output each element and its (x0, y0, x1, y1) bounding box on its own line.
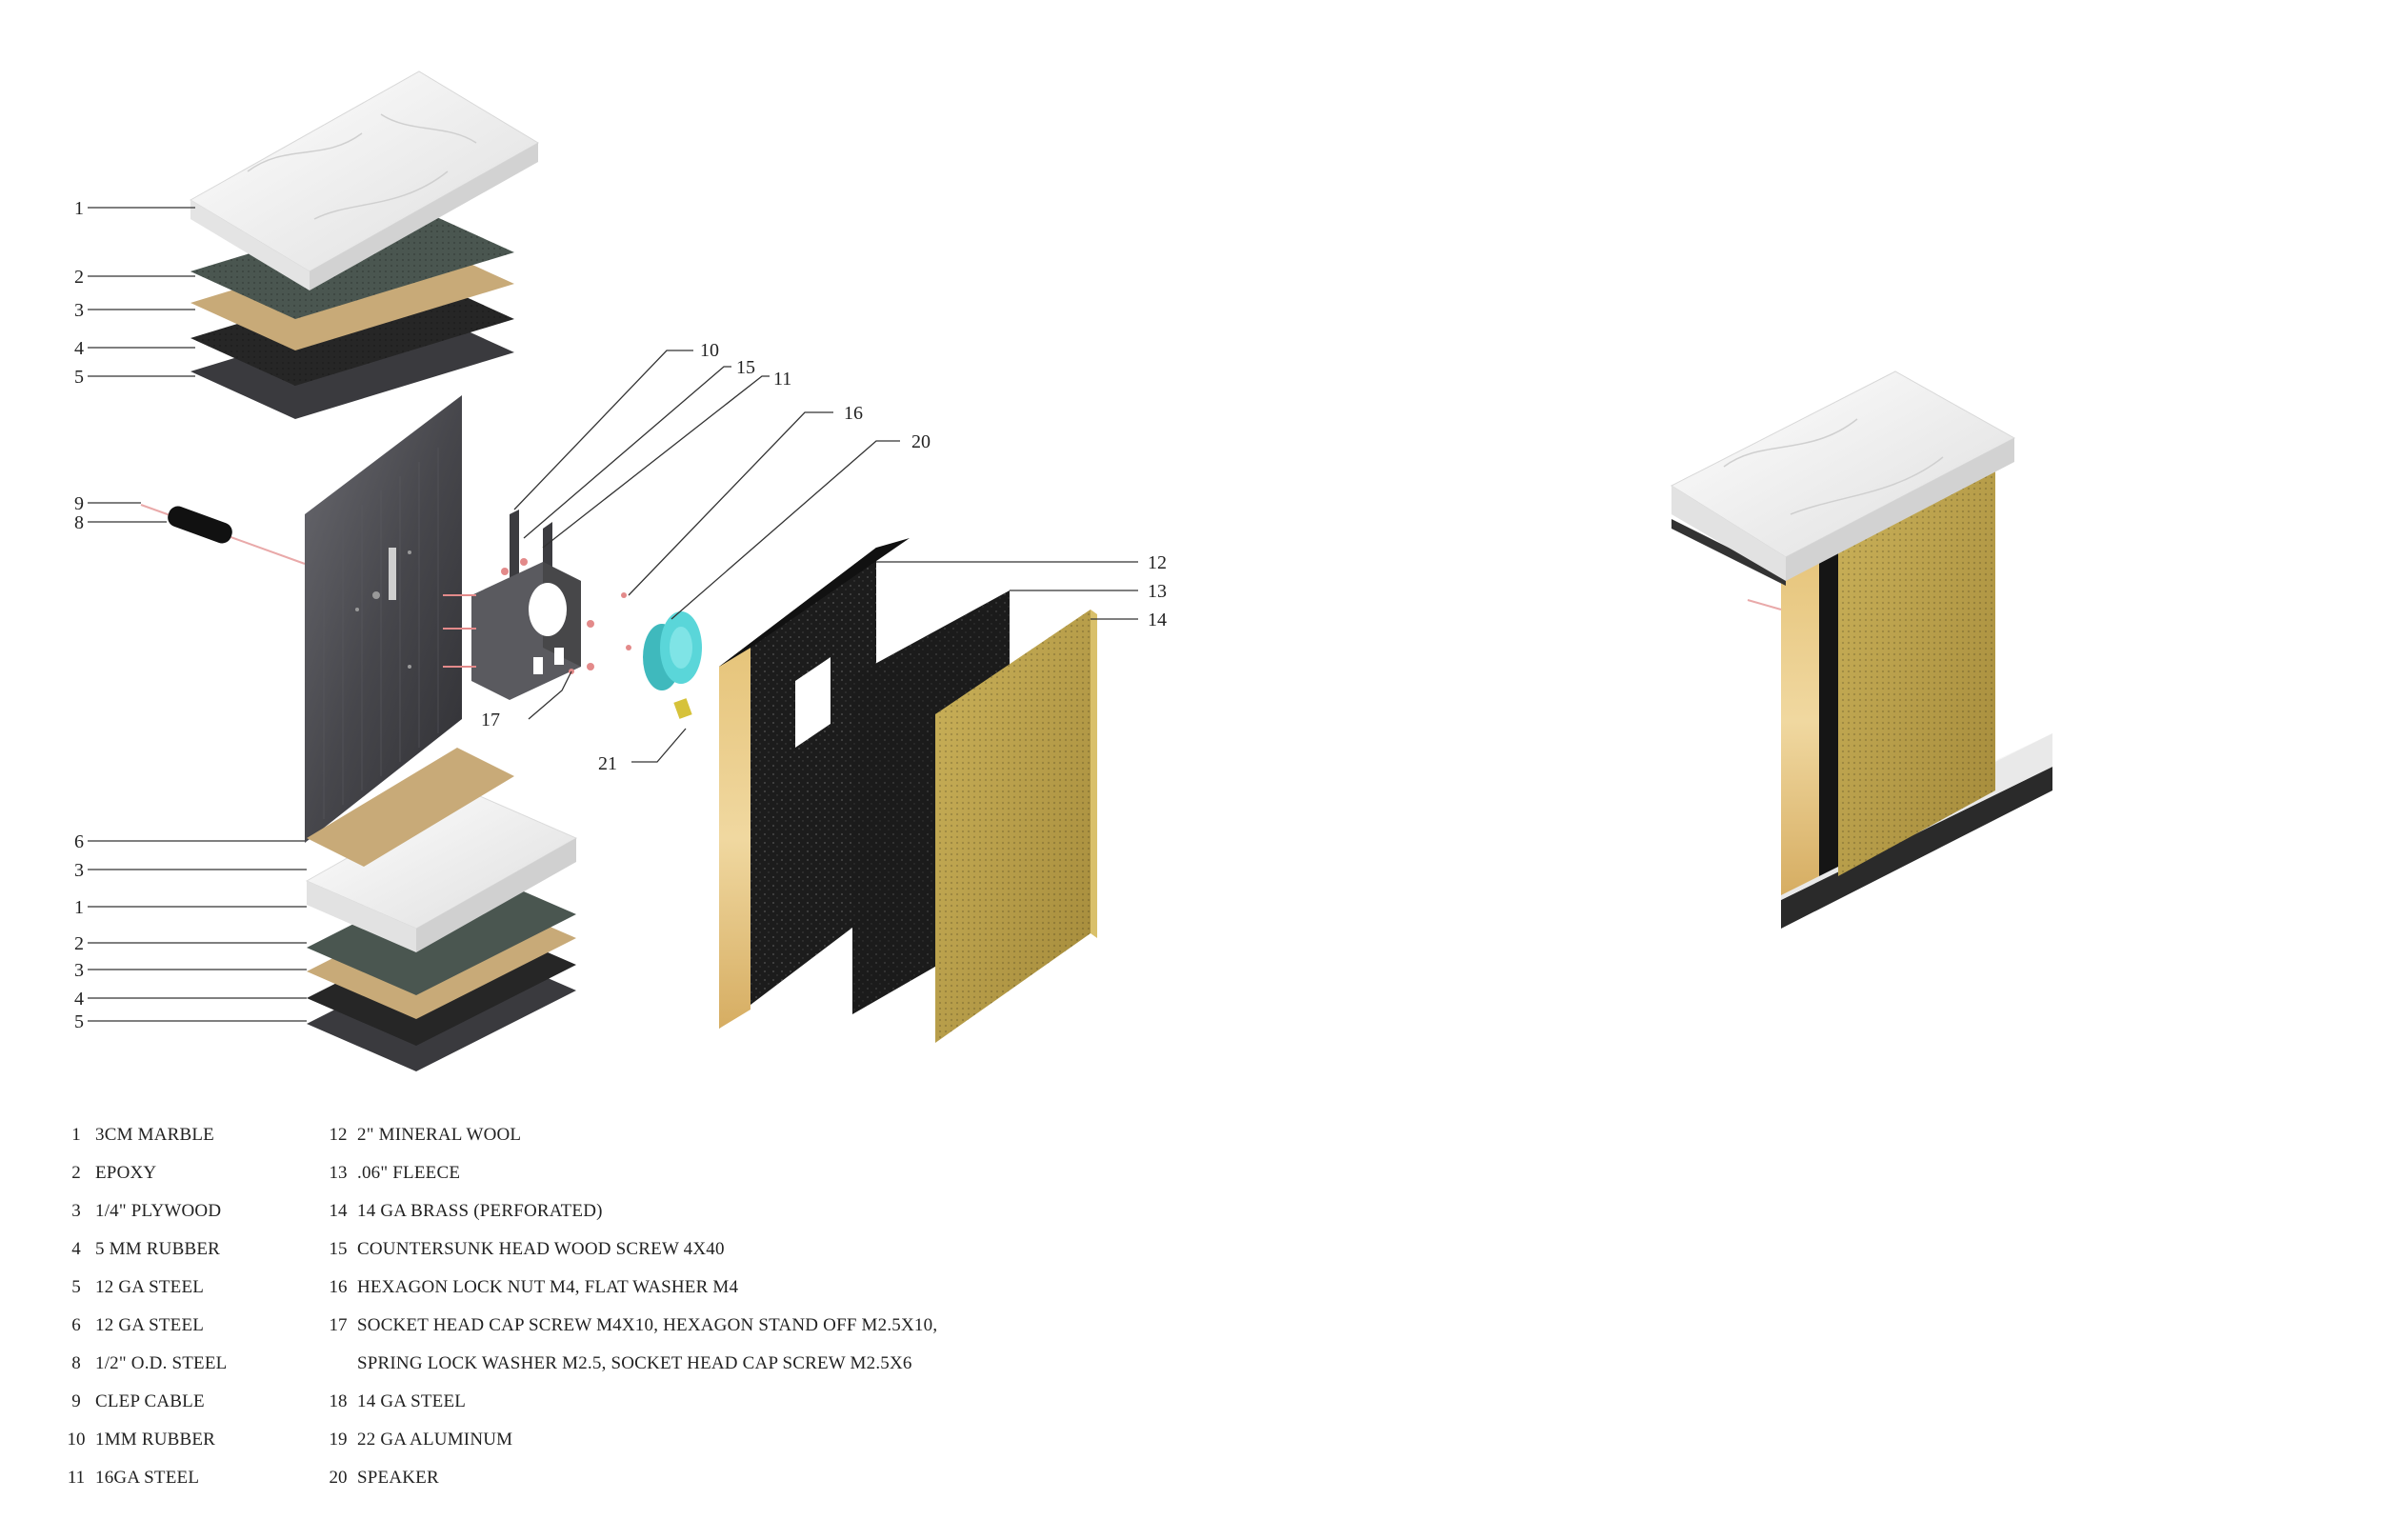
legend-number: 18 (329, 1391, 348, 1411)
legend-number: 14 (329, 1201, 348, 1221)
legend-row: 19 22 GA ALUMINUM (319, 1429, 513, 1451)
legend-description: SPRING LOCK WASHER M2.5, SOCKET HEAD CAP… (357, 1353, 912, 1373)
legend-number: 10 (67, 1430, 86, 1450)
legend-description: 1MM RUBBER (95, 1430, 216, 1450)
legend-row: 14 14 GA BRASS (PERFORATED) (319, 1200, 603, 1223)
legend-row: 13 .06" FLEECE (319, 1162, 460, 1185)
callout-13: 13 (1148, 581, 1167, 602)
legend-number: 17 (329, 1315, 348, 1335)
callout-2b: 2 (74, 933, 84, 954)
legend-row: 5 12 GA STEEL (57, 1276, 204, 1299)
callout-2: 2 (74, 267, 84, 288)
legend-description: 1/4" PLYWOOD (95, 1201, 222, 1221)
legend-description: SPEAKER (357, 1468, 439, 1488)
legend-row: 4 5 MM RUBBER (57, 1238, 220, 1261)
mineral-wool-panel (719, 538, 910, 1029)
back-steel-plate (305, 395, 462, 843)
legend-description: SOCKET HEAD CAP SCREW M4X10, HEXAGON STA… (357, 1315, 938, 1335)
legend-number: 4 (71, 1239, 81, 1259)
top-layer-stack (190, 70, 539, 419)
legend-row: 6 12 GA STEEL (57, 1314, 204, 1337)
callout-20: 20 (911, 431, 931, 452)
legend-number: 6 (71, 1315, 81, 1335)
mounting-bracket (443, 510, 631, 700)
legend-description: .06" FLEECE (357, 1163, 461, 1183)
callout-9: 9 (74, 493, 84, 514)
callout-6: 6 (74, 831, 84, 852)
callout-5: 5 (74, 367, 84, 388)
legend-number: 12 (329, 1125, 348, 1145)
callout-4: 4 (74, 338, 84, 359)
callout-17: 17 (481, 710, 500, 730)
legend-description: CLEP CABLE (95, 1391, 205, 1411)
legend-number: 8 (71, 1353, 81, 1373)
legend-number: 5 (71, 1277, 81, 1297)
callout-14: 14 (1148, 610, 1167, 630)
callout-1b: 1 (74, 897, 84, 918)
legend-description: 12 GA STEEL (95, 1277, 205, 1297)
legend-number: 1 (71, 1125, 81, 1145)
legend-description: 14 GA BRASS (PERFORATED) (357, 1201, 603, 1221)
legend-row: 15 COUNTERSUNK HEAD WOOD SCREW 4X40 (319, 1238, 725, 1261)
legend-row: 1 3CM MARBLE (57, 1124, 214, 1147)
legend-description: 1/2" O.D. STEEL (95, 1353, 228, 1373)
legend-number: 9 (71, 1391, 81, 1411)
legend-description: 5 MM RUBBER (95, 1239, 221, 1259)
callout-16: 16 (844, 403, 863, 424)
legend-description: 14 GA STEEL (357, 1391, 467, 1411)
assembled-view (1670, 370, 2052, 929)
legend-number: 19 (329, 1430, 348, 1450)
bottom-layer-stack (305, 748, 578, 1071)
callout-3: 3 (74, 300, 84, 321)
legend-number: 20 (329, 1468, 348, 1488)
legend-row: 18 14 GA STEEL (319, 1390, 466, 1413)
legend-description: 22 GA ALUMINUM (357, 1430, 513, 1450)
callout-3b: 3 (74, 860, 84, 881)
legend-description: 2" MINERAL WOOL (357, 1125, 522, 1145)
legend-row: 9 CLEP CABLE (57, 1390, 205, 1413)
legend-number: 3 (71, 1201, 81, 1221)
legend-row: 16 HEXAGON LOCK NUT M4, FLAT WASHER M4 (319, 1276, 739, 1299)
layer-plywood-bottom-1 (307, 748, 514, 867)
legend-description: HEXAGON LOCK NUT M4, FLAT WASHER M4 (357, 1277, 739, 1297)
legend-row: 3 1/4" PLYWOOD (57, 1200, 221, 1223)
legend-number: 11 (67, 1468, 86, 1488)
callout-21: 21 (598, 753, 617, 774)
legend-row: 11 16GA STEEL (57, 1467, 199, 1490)
legend-description: 12 GA STEEL (95, 1315, 205, 1335)
callout-8: 8 (74, 512, 84, 533)
legend-number: 13 (329, 1163, 348, 1183)
speaker (643, 611, 702, 719)
legend-number: 15 (329, 1239, 348, 1259)
legend-description: 16GA STEEL (95, 1468, 200, 1488)
legend-row: 20 SPEAKER (319, 1467, 439, 1490)
brass-perforated-panel (935, 610, 1097, 1043)
callout-11: 11 (773, 369, 791, 390)
legend-row: SPRING LOCK WASHER M2.5, SOCKET HEAD CAP… (319, 1352, 912, 1375)
legend-number: 2 (71, 1163, 81, 1183)
callout-3c: 3 (74, 960, 84, 981)
callout-1: 1 (74, 198, 84, 219)
legend-row: 2 EPOXY (57, 1162, 156, 1185)
legend-row: 17 SOCKET HEAD CAP SCREW M4X10, HEXAGON S… (319, 1314, 938, 1337)
callout-12: 12 (1148, 552, 1167, 573)
leader-lines (88, 207, 1138, 1022)
cable-assembly (140, 504, 306, 565)
cable-connector (168, 506, 232, 544)
callout-numbers: 1 2 3 4 5 9 8 6 3 1 2 3 4 5 10 15 11 16 … (74, 198, 1167, 1032)
callout-5b: 5 (74, 1011, 84, 1032)
callout-15: 15 (736, 357, 755, 378)
legend-description: COUNTERSUNK HEAD WOOD SCREW 4X40 (357, 1239, 725, 1259)
legend-description: EPOXY (95, 1163, 157, 1183)
legend-description: 3CM MARBLE (95, 1125, 214, 1145)
callout-10: 10 (700, 340, 719, 361)
legend-row: 8 1/2" O.D. STEEL (57, 1352, 227, 1375)
legend-row: 10 1MM RUBBER (57, 1429, 215, 1451)
legend-number: 16 (329, 1277, 348, 1297)
callout-4b: 4 (74, 989, 84, 1010)
legend-row: 12 2" MINERAL WOOL (319, 1124, 522, 1147)
